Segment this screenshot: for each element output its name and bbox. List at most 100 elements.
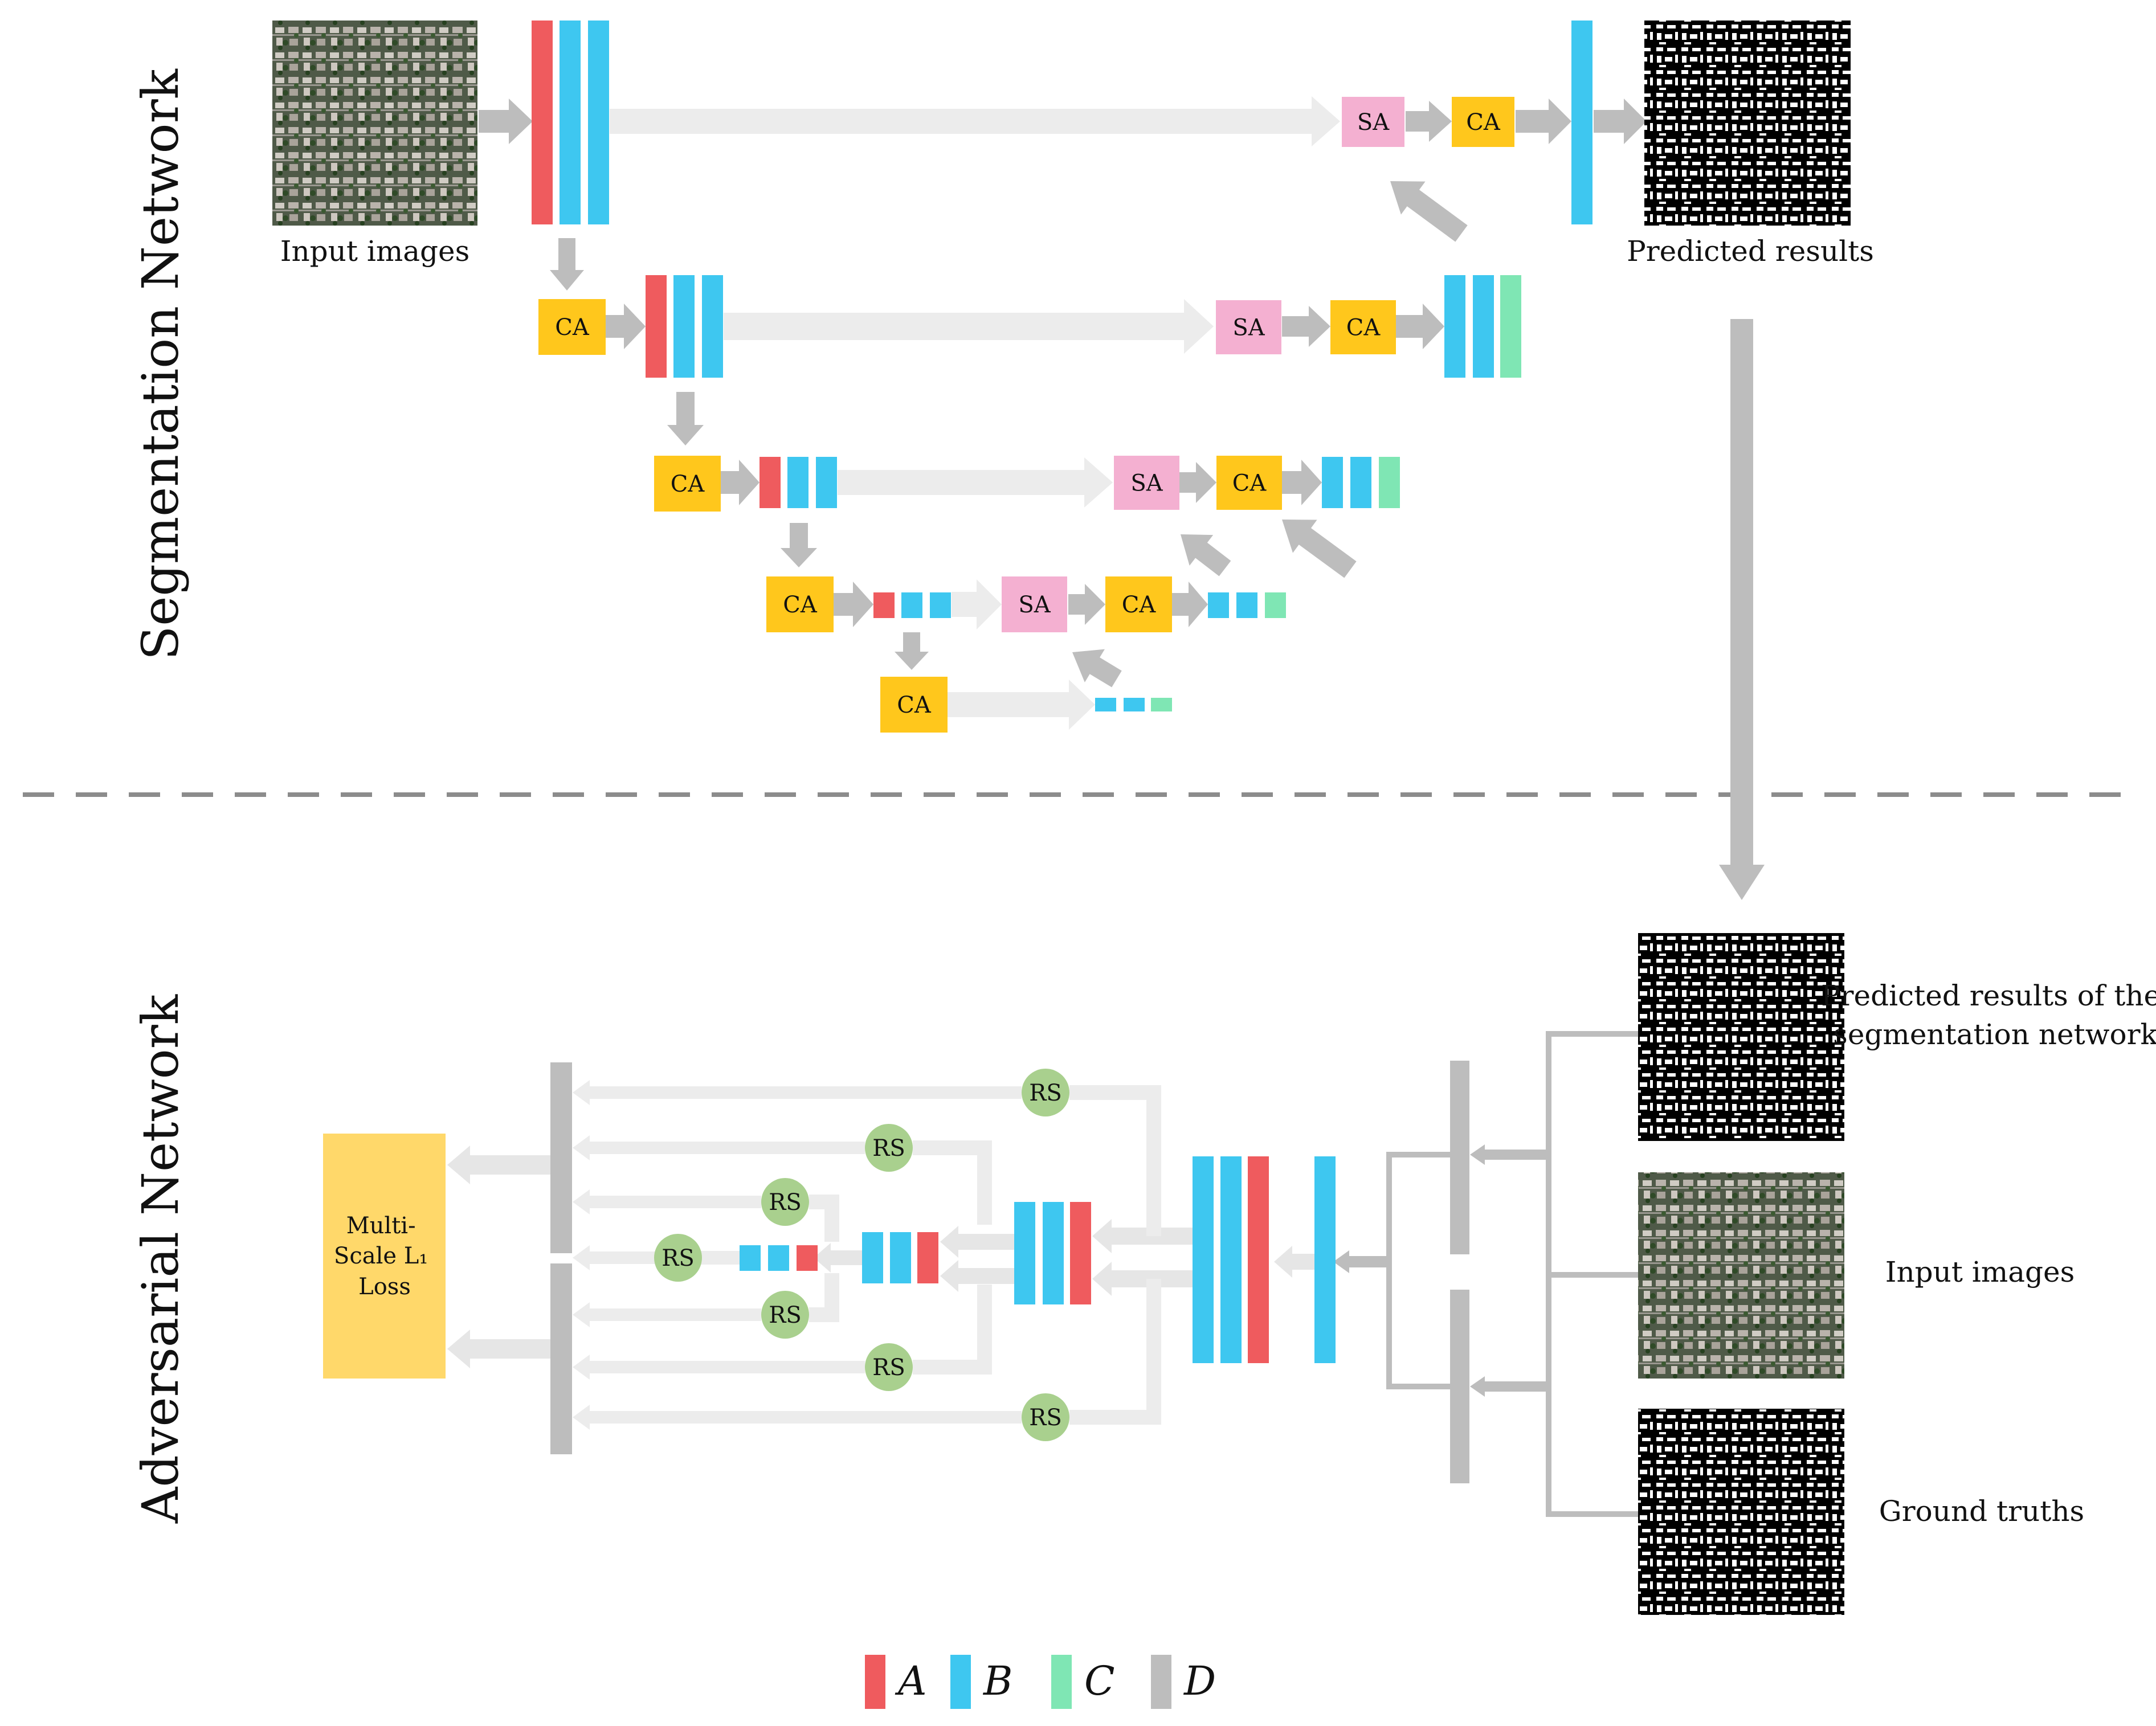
adv-arrow-to-loss-lower bbox=[447, 1330, 550, 1368]
up-arrow-l2-to-l1 bbox=[1390, 181, 1468, 242]
adv-input-label: Input images bbox=[1885, 1255, 2075, 1289]
seg-l1-sa-label: SA bbox=[1357, 109, 1390, 136]
arrow-l2-ca-to-enc bbox=[606, 304, 646, 349]
adv-d-block-upper bbox=[1450, 1061, 1469, 1254]
arrow-l3-ca-to-enc bbox=[721, 460, 760, 505]
adv-predicted-label-line2: segmentation network bbox=[1833, 1018, 2156, 1051]
up-arrow-l3-to-l2-shape bbox=[1282, 519, 1357, 578]
skip-arrow-l2 bbox=[724, 299, 1214, 354]
seg-l5-ca bbox=[880, 677, 948, 733]
skip-arrow-l4 bbox=[952, 579, 1002, 629]
rs-node-5-label: RS bbox=[769, 1302, 802, 1328]
seg-l2-block-b1 bbox=[673, 275, 695, 378]
rs-node-1 bbox=[1022, 1069, 1069, 1116]
arrow-l4-ca-to-enc bbox=[834, 582, 873, 627]
adv-ground-truth-label: Ground truths bbox=[1879, 1495, 2084, 1528]
legend-swatch-c bbox=[1051, 1655, 1072, 1709]
rs-path-top-1-tail bbox=[1069, 1085, 1161, 1236]
adv-ground-truth-image bbox=[1638, 1409, 1844, 1615]
adv-enc2-block-b2 bbox=[1220, 1156, 1242, 1363]
up-arrow-l4-to-l3 bbox=[1180, 534, 1231, 576]
adv-enc5-block-b2 bbox=[768, 1245, 789, 1271]
seg-l5-block-c bbox=[1151, 698, 1172, 711]
seg-l1-block-b1 bbox=[560, 21, 581, 224]
seg-l4-ca-dec bbox=[1105, 576, 1172, 632]
multi-scale-loss-box bbox=[323, 1134, 446, 1379]
seg-l4-block-b2 bbox=[930, 592, 951, 618]
rs-path-bot-3-head bbox=[573, 1302, 761, 1327]
seg-l3-dec-block-b2 bbox=[1350, 457, 1371, 508]
seg-output-label: Predicted results bbox=[1627, 235, 1874, 268]
seg-l4-ca-label: CA bbox=[783, 592, 818, 618]
adv-arrow-enc2-to-enc3-bottom bbox=[1092, 1262, 1193, 1296]
loss-label-line1: Multi- bbox=[346, 1213, 416, 1239]
seg-l3-ca-dec-label: CA bbox=[1232, 471, 1267, 497]
arrow-l4-ca-to-dec bbox=[1172, 582, 1208, 627]
seg-l3-dec-block-b1 bbox=[1322, 457, 1343, 508]
up-arrow-l2-to-l1-shape bbox=[1390, 181, 1468, 242]
adversarial-network-title: Adversarial Network bbox=[131, 994, 190, 1524]
seg-l2-ca-dec bbox=[1330, 300, 1396, 354]
arrow-l1-ca-to-out bbox=[1516, 99, 1571, 144]
adv-input-image bbox=[1638, 1172, 1844, 1379]
adv-predicted-image bbox=[1638, 933, 1844, 1141]
seg-l3-ca-label: CA bbox=[671, 471, 705, 497]
rs-path-bot-1-tail bbox=[1069, 1279, 1161, 1425]
seg-l2-dec-block-b2 bbox=[1473, 275, 1494, 378]
seg-input-label: Input images bbox=[280, 235, 470, 268]
seg-l3-block-a bbox=[760, 457, 781, 508]
arrow-to-predicted bbox=[1594, 99, 1647, 144]
rs-node-2-label: RS bbox=[872, 1135, 905, 1161]
skip-arrow-l3 bbox=[838, 457, 1113, 508]
seg-l2-sa bbox=[1216, 300, 1281, 354]
seg-l4-ca bbox=[766, 576, 834, 632]
adv-enc5-block-b1 bbox=[740, 1245, 761, 1271]
seg-l1-block-a bbox=[532, 21, 553, 224]
adv-enc4-block-b1 bbox=[862, 1232, 883, 1283]
rs-path-top-3-tail bbox=[809, 1195, 839, 1242]
arrow-l3-sa-to-ca bbox=[1179, 462, 1216, 503]
arrow-l2-ca-to-dec bbox=[1396, 304, 1444, 349]
adv-arrow-enc3-to-enc4-top bbox=[940, 1226, 1014, 1258]
rs-path-bot-2-head bbox=[573, 1355, 865, 1380]
seg-l2-dec-block-c bbox=[1500, 275, 1521, 378]
adv-enc4-block-a bbox=[917, 1232, 938, 1283]
up-arrow-l3-to-l2 bbox=[1282, 519, 1357, 578]
seg-l2-sa-label: SA bbox=[1232, 315, 1265, 341]
seg-l4-dec-block-b1 bbox=[1208, 592, 1229, 618]
adv-enc4-block-b2 bbox=[890, 1232, 911, 1283]
rs-path-top-1-head bbox=[573, 1080, 1022, 1105]
rs-node-2 bbox=[865, 1124, 913, 1172]
skip-arrow-l1 bbox=[610, 96, 1340, 146]
rs-node-6 bbox=[865, 1343, 913, 1391]
arrow-l2-sa-to-ca bbox=[1282, 306, 1330, 347]
rs-node-7 bbox=[1022, 1393, 1069, 1441]
seg-l4-sa bbox=[1002, 576, 1067, 632]
arrow-l1-sa-to-ca bbox=[1406, 101, 1452, 142]
arrow-input-to-encoder-1 bbox=[479, 99, 533, 144]
seg-l4-dec-block-b2 bbox=[1236, 592, 1257, 618]
up-arrow-l5-to-l4 bbox=[1072, 649, 1122, 688]
arrow-down-l3-l4 bbox=[781, 523, 817, 567]
adv-arrow-enc3-to-enc4-bottom bbox=[940, 1260, 1014, 1292]
arrow-predicted-to-adversarial bbox=[1719, 319, 1765, 900]
adv-arrow-to-encoder bbox=[1333, 1250, 1389, 1273]
seg-l1-ca bbox=[1452, 97, 1514, 147]
rs-node-4 bbox=[654, 1234, 702, 1282]
seg-l3-block-b1 bbox=[787, 457, 808, 508]
adv-enc1-block-b bbox=[1314, 1156, 1336, 1363]
adv-predicted-label: Predicted results of the segmentation ne… bbox=[1821, 979, 2156, 1051]
multi-scale-loss-label: Multi- Scale L₁ Loss bbox=[334, 1213, 435, 1300]
rs-node-3-label: RS bbox=[769, 1189, 802, 1216]
rs-path-bot-2-tail bbox=[913, 1285, 992, 1375]
seg-l5-block-b2 bbox=[1124, 698, 1145, 711]
seg-input-image bbox=[272, 21, 477, 226]
rs-path-top-2-tail bbox=[913, 1140, 992, 1225]
adv-d-block-lower bbox=[1450, 1290, 1469, 1483]
arrow-l3-ca-to-dec bbox=[1282, 460, 1322, 505]
adv-collector-upper bbox=[550, 1062, 572, 1253]
legend-swatch-d bbox=[1151, 1655, 1171, 1709]
adv-enc5-block-a bbox=[797, 1245, 818, 1271]
rs-path-top-3-head bbox=[573, 1189, 761, 1214]
